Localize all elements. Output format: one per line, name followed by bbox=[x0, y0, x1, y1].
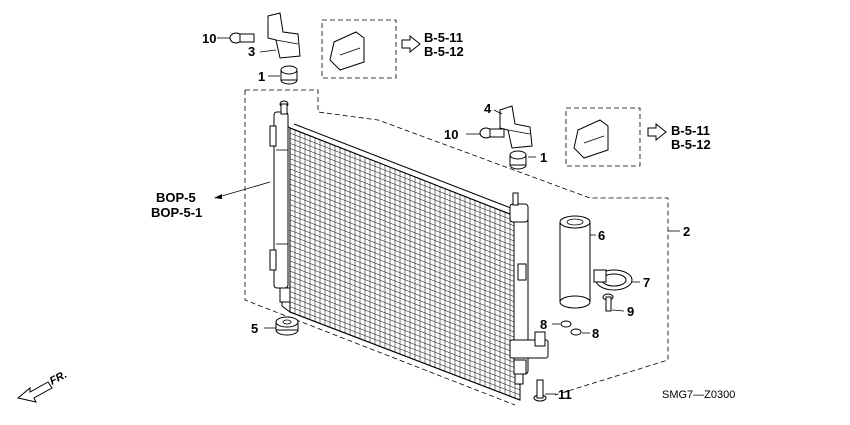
ref-bop-5: BOP-5 bbox=[156, 190, 196, 205]
leader-lines bbox=[214, 37, 680, 395]
tube-line bbox=[289, 240, 521, 330]
tube-line bbox=[289, 189, 521, 279]
callout-9: 9 bbox=[627, 304, 634, 319]
tube-line bbox=[289, 265, 521, 355]
dryer-clamp bbox=[593, 269, 633, 291]
tube-line bbox=[289, 137, 521, 229]
callout-2: 2 bbox=[683, 224, 690, 239]
callout-7: 7 bbox=[643, 275, 650, 290]
callout-10-right: 10 bbox=[444, 127, 458, 142]
tube-line bbox=[289, 204, 521, 295]
bolt-10-right bbox=[479, 127, 505, 139]
tube-line bbox=[289, 250, 521, 340]
reference-box-upper bbox=[321, 19, 421, 79]
bolt-10-upper bbox=[229, 32, 255, 44]
tube-line bbox=[289, 296, 521, 386]
callout-11: 11 bbox=[558, 387, 572, 402]
ref-upper-b-5-11: B-5-11 bbox=[424, 30, 463, 45]
tube-line bbox=[289, 224, 521, 315]
right-bracket-4 bbox=[499, 105, 533, 149]
tube-line bbox=[289, 275, 521, 365]
tube-line bbox=[289, 306, 521, 396]
diagram-code: SMG7—Z0300 bbox=[662, 389, 735, 401]
tube-line bbox=[289, 178, 521, 269]
ref-right-b-5-12: B-5-12 bbox=[671, 137, 711, 152]
front-direction-arrow bbox=[16, 381, 53, 403]
direction-label: FR. bbox=[48, 369, 69, 388]
tube-line bbox=[289, 132, 521, 224]
tube-line bbox=[289, 163, 521, 254]
tube-line bbox=[289, 291, 521, 381]
o-rings bbox=[560, 320, 582, 336]
upper-bracket-3 bbox=[267, 12, 301, 59]
callout-8-left: 8 bbox=[540, 317, 547, 332]
left-tank bbox=[269, 100, 291, 303]
core-fin-grid bbox=[289, 129, 521, 399]
tube-line bbox=[289, 199, 521, 290]
tube-line bbox=[289, 183, 521, 274]
callout-5: 5 bbox=[251, 321, 258, 336]
tube-line bbox=[289, 235, 521, 325]
callout-3: 3 bbox=[248, 44, 255, 59]
condenser-core bbox=[281, 121, 521, 401]
cushion-1-upper bbox=[280, 65, 298, 85]
tube-line bbox=[289, 270, 521, 360]
reference-box-right bbox=[565, 107, 667, 167]
tube-line bbox=[289, 143, 521, 234]
callout-6: 6 bbox=[598, 228, 605, 243]
ref-right-b-5-11: B-5-11 bbox=[671, 123, 710, 138]
tube-line bbox=[289, 281, 521, 370]
tube-line bbox=[289, 229, 521, 320]
ref-bop-5-1: BOP-5-1 bbox=[151, 205, 202, 220]
receiver-dryer bbox=[559, 215, 591, 309]
cushion-1-right bbox=[509, 150, 527, 170]
tube-line bbox=[289, 153, 521, 244]
tube-line bbox=[289, 219, 521, 310]
callout-4: 4 bbox=[484, 101, 492, 116]
tube-line bbox=[289, 194, 521, 284]
tube-line bbox=[289, 255, 521, 345]
callout-10-upper: 10 bbox=[202, 31, 216, 46]
tube-line bbox=[289, 214, 521, 305]
tube-line bbox=[289, 148, 521, 239]
callout-1-right: 1 bbox=[540, 150, 547, 165]
lower-cushion-5 bbox=[275, 316, 299, 336]
bolt-9 bbox=[602, 293, 614, 312]
bolt-11 bbox=[533, 379, 547, 402]
right-tank bbox=[509, 192, 549, 385]
tube-line bbox=[289, 245, 521, 335]
tube-line bbox=[289, 286, 521, 375]
tube-line bbox=[289, 168, 521, 259]
tube-line bbox=[289, 301, 521, 391]
ref-upper-b-5-12: B-5-12 bbox=[424, 44, 464, 59]
assembly-outline bbox=[244, 89, 669, 406]
tube-line bbox=[289, 158, 521, 249]
tube-line bbox=[289, 173, 521, 264]
callout-8-right: 8 bbox=[592, 326, 599, 341]
tube-line bbox=[289, 260, 521, 350]
tube-line bbox=[289, 209, 521, 300]
callout-1-upper: 1 bbox=[258, 69, 265, 84]
